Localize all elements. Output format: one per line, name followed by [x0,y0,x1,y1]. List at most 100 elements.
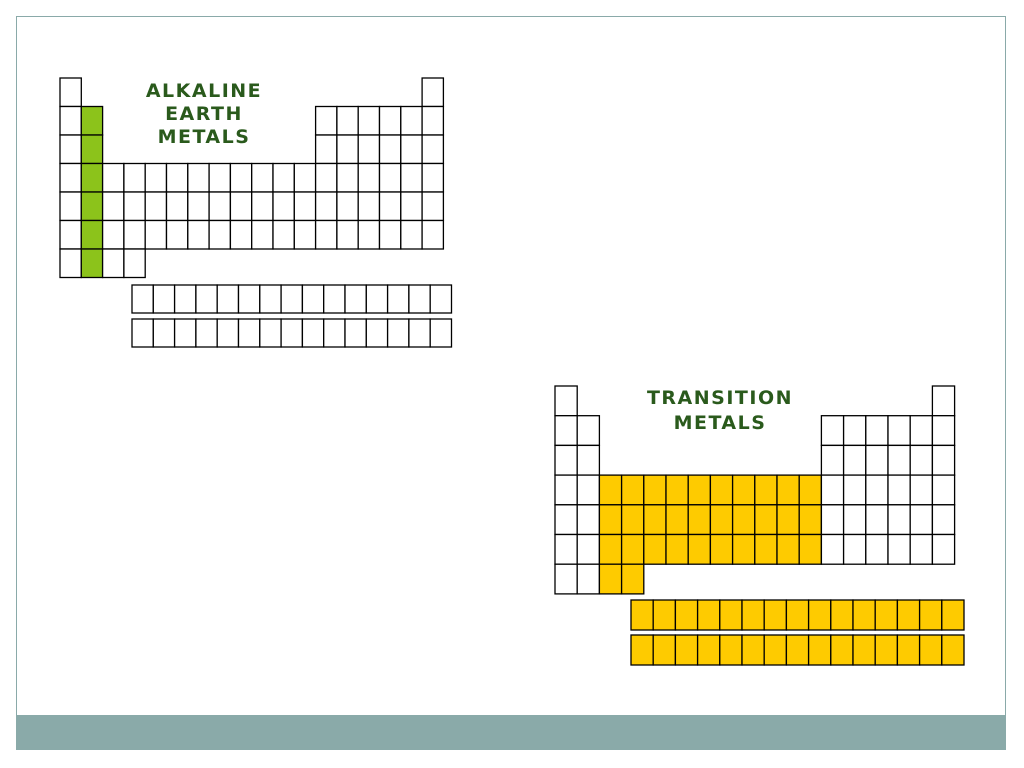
element-cell [336,134,359,165]
element-cell [598,474,623,506]
element-cell [931,474,956,506]
f-block-cell [741,634,765,666]
element-cell [293,162,317,193]
element-cell [887,504,911,536]
f-block-cell [785,599,810,631]
element-cell [293,191,317,222]
element-cell [709,504,734,536]
element-cell [400,105,423,136]
f-block-cell [719,634,743,666]
element-cell [314,105,338,136]
f-block-cell [280,318,304,348]
f-block-cell [237,318,261,348]
f-block-cell [323,284,346,314]
element-cell [357,134,381,165]
element-cell [842,533,867,565]
element-cell [165,191,189,222]
element-cell [842,504,867,536]
element-cell [59,77,82,108]
element-cell [123,162,146,193]
element-cell [293,219,317,250]
element-cell [931,444,956,476]
element-cell [251,219,274,250]
element-cell [887,474,911,506]
element-cell [865,533,889,565]
element-cell [378,162,402,193]
slide-frame [16,16,1006,750]
element-cell [336,105,359,136]
element-cell [576,474,601,506]
label-line: ALKALINE [146,80,262,102]
f-block-cell [344,284,367,314]
element-cell [865,504,889,536]
element-cell [931,385,956,417]
element-cell [101,162,125,193]
footer-bar [17,715,1005,749]
element-cell [59,191,82,222]
element-cell [798,504,823,536]
element-cell [709,474,734,506]
f-block-cell [131,284,154,314]
f-block-cell [896,599,921,631]
f-block-cell [896,634,921,666]
element-cell [709,533,734,565]
f-block-cell [696,634,721,666]
element-cell [554,504,578,536]
f-block-cell [237,284,261,314]
f-block-cell [918,634,943,666]
f-block-cell [386,318,410,348]
element-cell [378,191,402,222]
element-cell [400,134,423,165]
element-cell [687,474,712,506]
element-cell [865,415,889,447]
f-block-cell [830,634,854,666]
element-cell [144,191,168,222]
element-cell [80,219,104,250]
element-cell [208,219,232,250]
f-block-cell [365,318,389,348]
element-cell [187,191,210,222]
element-cell [598,563,623,595]
element-cell [187,219,210,250]
element-cell [576,563,601,595]
element-cell [820,504,845,536]
element-cell [314,162,338,193]
element-cell [144,162,168,193]
f-block-cell [674,634,699,666]
element-cell [731,474,756,506]
label-line: METALS [158,126,251,148]
f-block-cell [719,599,743,631]
f-block-cell [807,634,832,666]
f-block-cell [763,634,788,666]
element-cell [421,105,445,136]
element-cell [229,191,253,222]
element-cell [554,563,578,595]
element-cell [865,474,889,506]
element-cell [272,219,295,250]
f-block-cell [259,318,282,348]
element-cell [576,504,601,536]
element-cell [336,191,359,222]
element-cell [165,219,189,250]
element-cell [776,504,800,536]
f-block-cell [941,634,965,666]
element-cell [59,105,82,136]
element-cell [229,162,253,193]
f-block-cell [301,318,325,348]
f-block-cell [874,599,899,631]
element-cell [357,105,381,136]
element-cell [229,219,253,250]
element-cell [251,162,274,193]
element-cell [576,444,601,476]
element-cell [620,533,645,565]
element-cell [314,191,338,222]
element-cell [776,533,800,565]
f-block-cell [807,599,832,631]
f-block-cell [152,318,176,348]
element-cell [208,162,232,193]
label-line: METALS [674,412,767,434]
element-cell [357,162,381,193]
element-cell [554,444,578,476]
f-block-cell [941,599,965,631]
